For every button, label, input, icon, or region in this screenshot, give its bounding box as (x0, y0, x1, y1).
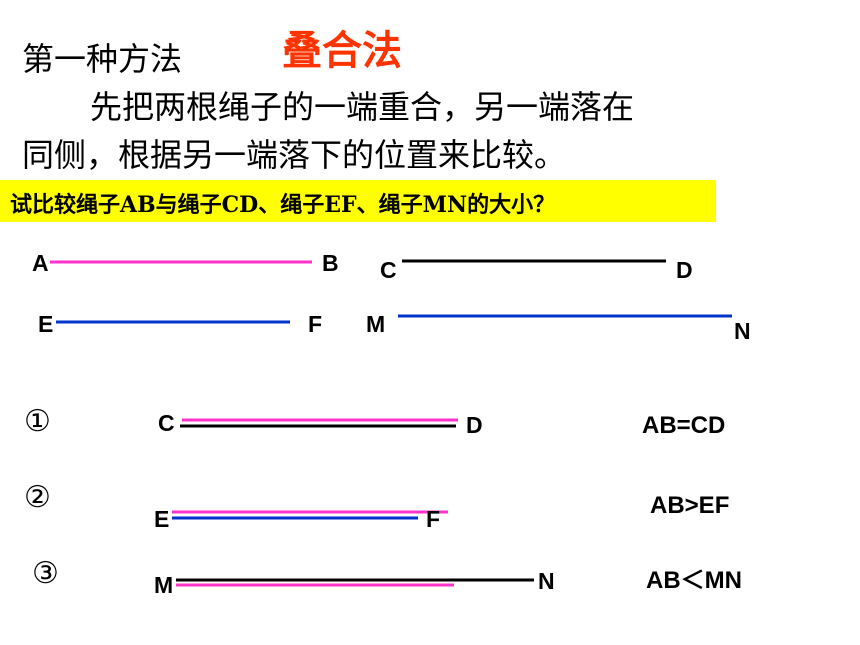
compare-2-marker: ② (24, 480, 51, 515)
compare-2-left-label: E (154, 506, 170, 532)
label-b: B (322, 250, 339, 276)
compare-3-left-label: M (154, 572, 174, 598)
compare-2-right-label: F (426, 506, 441, 532)
compare-2-result: AB>EF (650, 492, 730, 519)
label-a: A (32, 250, 49, 276)
method-name: 叠合法 (282, 28, 402, 74)
method-title: 第一种方法 (22, 40, 183, 78)
label-m: M (366, 311, 386, 337)
compare-1-right-label: D (466, 412, 483, 438)
compare-3-result: AB＜MN (646, 567, 742, 594)
question-banner (0, 180, 716, 222)
compare-1-result: AB=CD (642, 412, 726, 439)
compare-1-left-label: C (158, 410, 175, 436)
paragraph-line-2: 同侧，根据另一端落下的位置来比较。 (22, 136, 567, 174)
question-text: 试比较绳子AB与绳子CD、绳子EF、绳子MN的大小？ (10, 192, 556, 218)
compare-3-marker: ③ (32, 556, 59, 591)
paragraph-line-1: 先把两根绳子的一端重合，另一端落在 (90, 88, 635, 126)
label-n: N (734, 318, 751, 344)
compare-3-right-label: N (538, 568, 555, 594)
compare-1-marker: ① (24, 404, 51, 439)
label-f: F (308, 311, 323, 337)
label-c: C (380, 257, 397, 283)
label-d: D (676, 257, 693, 283)
label-e: E (38, 311, 54, 337)
